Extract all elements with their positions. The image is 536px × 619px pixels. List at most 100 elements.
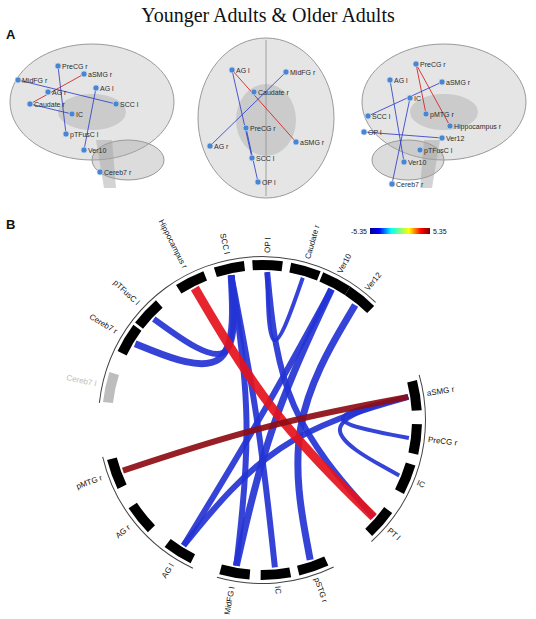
connectivity-chord — [123, 397, 408, 471]
connectivity-line — [210, 72, 286, 146]
panel-letter: A — [6, 28, 15, 41]
region-label: IC — [273, 586, 282, 595]
roi-label: PreCG r — [420, 61, 446, 68]
roi-sphere — [387, 77, 393, 83]
connectivity-chord — [267, 272, 374, 517]
roi-sphere — [365, 113, 371, 119]
figure-title: Younger Adults & Older Adults — [0, 5, 536, 25]
roi-sphere — [249, 155, 255, 161]
colorbar-tick: -5.35 — [351, 228, 367, 235]
roi-label: OP l — [368, 129, 382, 136]
roi-sphere — [251, 89, 257, 95]
roi-label: SCC l — [256, 155, 274, 162]
region-label: SCC l — [218, 232, 230, 254]
connectivity-chord — [195, 288, 374, 517]
connectivity-line — [390, 80, 404, 162]
region-label: IC — [415, 479, 425, 489]
deep-structure — [236, 84, 296, 156]
region-label: AG l — [160, 562, 175, 579]
roi-label: aSMG r — [446, 79, 470, 86]
region-node: PreCG r — [427, 436, 460, 448]
roi-sphere — [45, 89, 51, 95]
glass-brain-left — [10, 44, 174, 188]
roi-label: SCC l — [372, 113, 390, 120]
region-label: AG r — [115, 524, 133, 541]
region-node: IC — [273, 586, 282, 598]
region-node: OP l — [264, 235, 273, 254]
roi-sphere — [401, 159, 407, 165]
roi-sphere — [63, 131, 69, 137]
network-band — [102, 457, 193, 569]
region-label: pTFusC l — [111, 279, 140, 307]
region-label: Hippocampus r — [157, 219, 189, 271]
region-segment — [395, 463, 415, 494]
region-node: Caudate r — [304, 222, 322, 261]
roi-sphere — [423, 111, 429, 117]
roi-sphere — [293, 139, 299, 145]
roi-label: pTFusC l — [424, 147, 452, 154]
region-label: pMTG r — [75, 474, 103, 491]
region-segment — [214, 261, 245, 277]
region-segment — [261, 567, 292, 580]
colorbar-tick: 5.35 — [433, 228, 447, 235]
roi-sphere — [93, 85, 99, 91]
region-segment — [129, 503, 155, 532]
roi-label: AG r — [52, 89, 66, 96]
region-label: Ver10 — [337, 252, 354, 274]
panel-a-wires — [18, 64, 450, 184]
region-segment — [165, 539, 195, 563]
glass-brain-right — [362, 44, 526, 188]
connectivity-chord — [231, 275, 275, 567]
connectivity-line — [84, 88, 96, 150]
region-segment — [103, 372, 119, 403]
roi-sphere — [97, 169, 103, 175]
region-segment — [219, 565, 250, 580]
roi-label: IC — [414, 95, 421, 102]
connectivity-line — [392, 98, 410, 184]
colorbar — [370, 228, 430, 234]
roi-sphere — [407, 95, 413, 101]
region-label: aSMG r — [426, 386, 454, 398]
region-node: PT l — [385, 527, 403, 544]
region-segment — [407, 380, 421, 411]
roi-label: Ver10 — [408, 159, 426, 166]
region-node: Ver12 — [364, 269, 385, 293]
roi-label: Hippocampus r — [454, 123, 501, 130]
connectivity-chord — [154, 275, 234, 354]
roi-label: PreCG r — [62, 63, 88, 70]
region-label: Cereb7 l — [65, 374, 96, 388]
glass-brain-top — [198, 38, 334, 198]
roi-label: IC — [76, 111, 83, 118]
region-label: Caudate r — [304, 225, 321, 261]
region-label: OP l — [264, 238, 273, 254]
region-node: pTFusC l — [111, 279, 142, 309]
roi-label: aSMG r — [88, 71, 112, 78]
cerebrum-outline — [10, 44, 174, 160]
roi-label: AG l — [100, 85, 114, 92]
roi-sphere — [439, 135, 445, 141]
roi-sphere — [243, 125, 249, 131]
region-segment — [319, 272, 350, 295]
region-node: AG l — [160, 559, 177, 579]
roi-sphere — [417, 147, 423, 153]
roi-sphere — [27, 101, 33, 107]
cerebrum-outline — [362, 44, 526, 160]
region-label: pSTG r — [313, 577, 329, 604]
roi-sphere — [283, 69, 289, 75]
roi-sphere — [413, 61, 419, 67]
roi-sphere — [361, 129, 367, 135]
panel-letter: B — [6, 218, 15, 231]
region-node: SCC l — [218, 232, 231, 257]
region-node: pSTG r — [313, 577, 330, 607]
region-label: Cereb7 r — [88, 313, 119, 336]
roi-label: Caudate r — [34, 101, 65, 108]
roi-sphere — [207, 143, 213, 149]
roi-label: MidFG r — [290, 69, 315, 76]
region-segment — [107, 458, 127, 489]
region-node: Ver10 — [337, 250, 355, 275]
region-segment — [118, 325, 142, 356]
roi-label: Ver12 — [446, 135, 464, 142]
roi-label: AG l — [394, 77, 408, 84]
roi-sphere — [255, 179, 261, 185]
region-node: Hippocampus r — [157, 219, 190, 273]
